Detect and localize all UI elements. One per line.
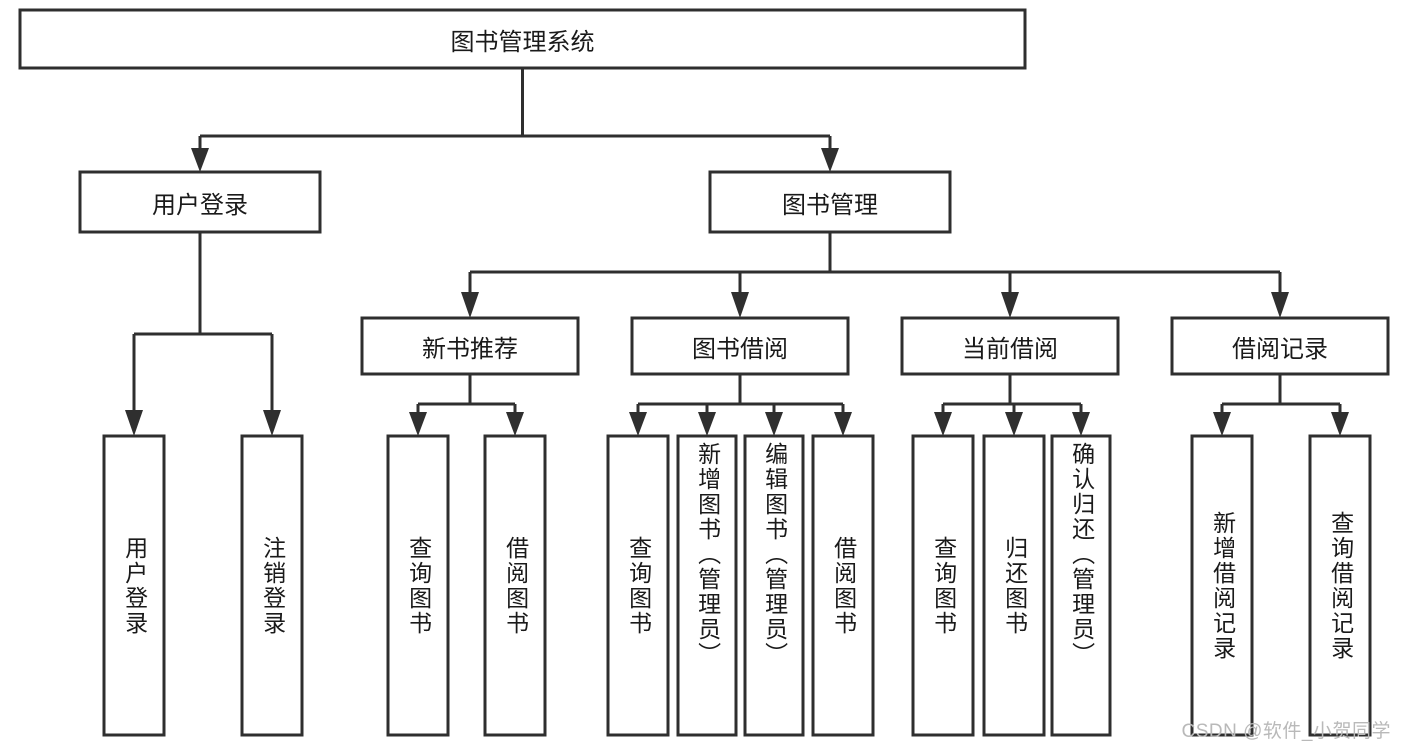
arrow-head-icon	[934, 412, 952, 436]
arrow-head-icon	[1005, 412, 1023, 436]
arrow-head-icon	[1331, 412, 1349, 436]
arrow-head-icon	[1072, 412, 1090, 436]
leaf-box-7[interactable]	[811, 434, 875, 737]
node-box-book-mgmt[interactable]	[708, 170, 952, 234]
arrow-head-icon	[821, 148, 839, 172]
leaf-box-3[interactable]	[483, 434, 547, 737]
leaf-box-4[interactable]	[606, 434, 670, 737]
arrow-head-icon	[409, 412, 427, 436]
arrow-head-icon	[834, 412, 852, 436]
arrow-head-icon	[1213, 412, 1231, 436]
arrow-head-icon	[1271, 292, 1289, 318]
leaf-box-6[interactable]	[743, 434, 805, 737]
arrow-head-icon	[506, 412, 524, 436]
csdn-watermark: CSDN @软件_小贺同学	[1181, 721, 1391, 742]
nodes-layer	[18, 8, 1390, 737]
leaf-box-2[interactable]	[386, 434, 450, 737]
leaf-box-11[interactable]	[1190, 434, 1254, 737]
leaf-box-5[interactable]	[676, 434, 738, 737]
arrow-head-icon	[629, 412, 647, 436]
leaf-box-0[interactable]	[102, 434, 166, 737]
arrow-head-icon	[263, 410, 281, 436]
node-box-current-borrow[interactable]	[900, 316, 1120, 376]
leaf-box-12[interactable]	[1308, 434, 1372, 737]
node-box-book-borrow[interactable]	[630, 316, 850, 376]
node-box-borrow-record[interactable]	[1170, 316, 1390, 376]
node-box-user-login[interactable]	[78, 170, 322, 234]
leaf-box-10[interactable]	[1050, 434, 1112, 737]
arrow-head-icon	[765, 412, 783, 436]
node-box-root[interactable]	[18, 8, 1027, 70]
arrow-head-icon	[125, 410, 143, 436]
arrow-head-icon	[461, 292, 479, 318]
arrow-head-icon	[731, 292, 749, 318]
edges-layer	[125, 68, 1349, 436]
leaf-box-1[interactable]	[240, 434, 304, 737]
arrow-head-icon	[698, 412, 716, 436]
leaf-box-8[interactable]	[911, 434, 975, 737]
arrow-head-icon	[191, 148, 209, 172]
leaf-box-9[interactable]	[982, 434, 1046, 737]
node-box-new-book[interactable]	[360, 316, 580, 376]
arrow-head-icon	[1001, 292, 1019, 318]
